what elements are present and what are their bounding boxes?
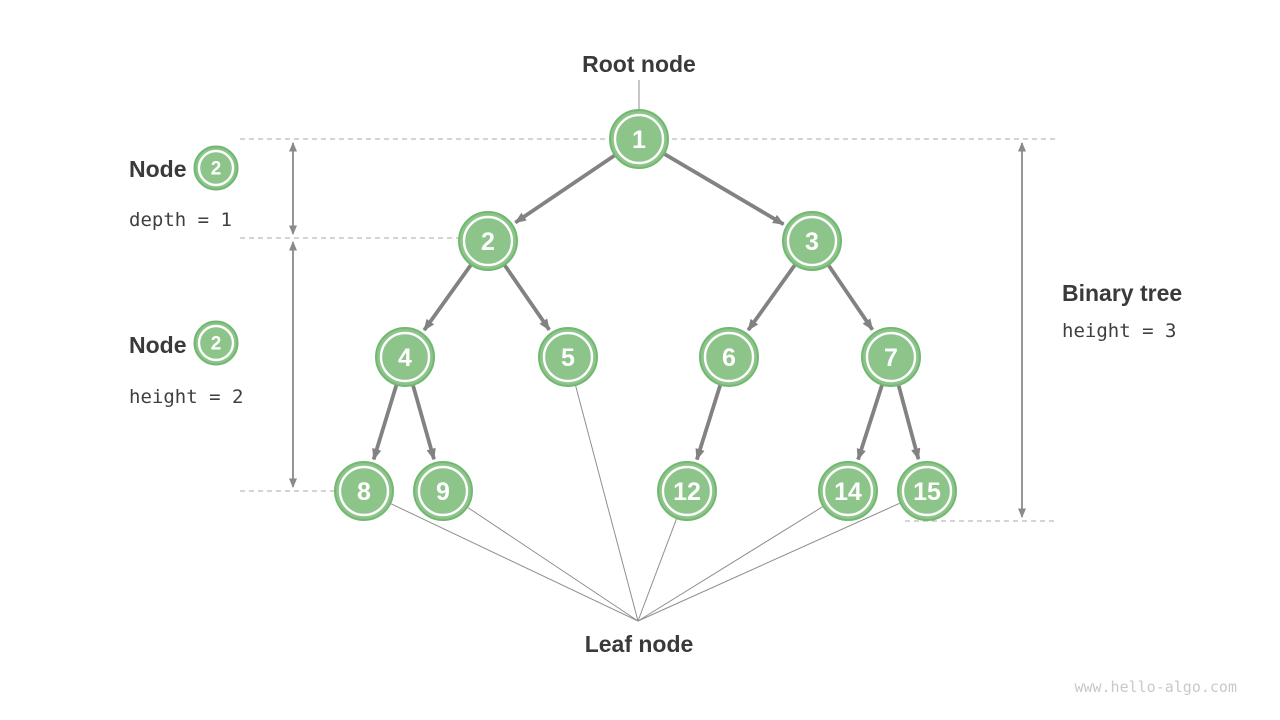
tree-edge-4-9: [411, 384, 436, 461]
node-inner-ring: [661, 465, 713, 517]
tree-node-2: 2: [458, 211, 518, 271]
node-inner-ring: [542, 331, 594, 383]
tree-node-7: 7: [861, 327, 921, 387]
leaf-node-label: Leaf node: [585, 631, 694, 657]
node-height-value: height = 2: [129, 386, 243, 408]
leaf-pointer-lines: [390, 385, 900, 622]
tree-edge-3-6: [746, 263, 797, 332]
leaf-pointer-9: [467, 507, 639, 622]
node-value: 14: [834, 478, 862, 506]
node-inner-ring: [613, 113, 665, 165]
diagram-labels: Root node Leaf node Node 2 depth = 1 Nod…: [129, 51, 1237, 696]
tree-node-8: 8: [334, 461, 394, 521]
node-inner-ring: [703, 331, 755, 383]
node-circle: [861, 327, 921, 387]
tree-edge-1-2: [514, 153, 617, 225]
tree-node-14: 14: [818, 461, 878, 521]
node-inner-ring: [379, 331, 431, 383]
node-depth-value: depth = 1: [129, 209, 232, 231]
node-inner-ring: [901, 465, 953, 517]
tree-edge-1-3: [663, 152, 785, 226]
node-inner-ring: [462, 215, 514, 267]
node-value: 12: [673, 478, 701, 506]
tree-edge-6-12: [695, 384, 723, 461]
node-value: 1: [632, 126, 646, 154]
node-circle: [897, 461, 957, 521]
binary-tree-height-value: height = 3: [1062, 320, 1176, 342]
node-circle: [609, 109, 669, 169]
node-value: 3: [805, 228, 819, 256]
leaf-pointer-14: [637, 506, 823, 622]
watermark: www.hello-algo.com: [1074, 678, 1237, 696]
tree-node-1: 1: [609, 109, 669, 169]
leaf-pointer-12: [637, 518, 677, 622]
badge-ring: [197, 324, 235, 362]
node-circle: [375, 327, 435, 387]
tree-edge-7-14: [856, 384, 884, 461]
tree-node-5: 5: [538, 327, 598, 387]
badge-value: 2: [211, 159, 222, 180]
tree-edge-2-5: [502, 263, 551, 331]
tree-node-12: 12: [657, 461, 717, 521]
node-value: 7: [884, 344, 898, 372]
badge-value: 2: [211, 334, 222, 355]
node-inner-ring: [822, 465, 874, 517]
badge-circle: [193, 145, 239, 191]
node-circle: [538, 327, 598, 387]
leaf-pointer-8: [390, 503, 639, 622]
node-circle: [699, 327, 759, 387]
tree-node-3: 3: [782, 211, 842, 271]
node-inner-ring: [338, 465, 390, 517]
leaf-pointer-15: [637, 502, 900, 622]
node-value: 6: [722, 344, 736, 372]
node-depth-badge: 2: [193, 145, 239, 191]
node-height-badge: 2: [193, 320, 239, 366]
tree-node-6: 6: [699, 327, 759, 387]
node-height-title: Node: [129, 332, 187, 358]
tree-edge-4-8: [371, 384, 399, 461]
node-inner-ring: [865, 331, 917, 383]
binary-tree-title: Binary tree: [1062, 280, 1182, 306]
node-depth-title: Node: [129, 156, 187, 182]
node-value: 9: [436, 478, 450, 506]
tree-node-15: 15: [897, 461, 957, 521]
tree-edge-7-15: [896, 384, 921, 461]
tree-node-9: 9: [413, 461, 473, 521]
node-inner-ring: [417, 465, 469, 517]
node-circle: [818, 461, 878, 521]
node-circle: [657, 461, 717, 521]
badge-ring: [197, 149, 235, 187]
badge-circle: [193, 320, 239, 366]
node-circle: [458, 211, 518, 271]
node-value: 5: [561, 344, 575, 372]
tree-edge-3-7: [826, 263, 874, 331]
node-value: 4: [398, 344, 412, 372]
tree-node-4: 4: [375, 327, 435, 387]
root-node-label: Root node: [582, 51, 696, 77]
node-circle: [782, 211, 842, 271]
node-value: 8: [357, 478, 371, 506]
node-inner-ring: [786, 215, 838, 267]
node-value: 2: [481, 228, 495, 256]
leaf-pointer-5: [575, 385, 639, 622]
node-value: 15: [913, 478, 941, 506]
tree-edge-2-4: [422, 263, 473, 332]
tree-edges: [371, 152, 921, 461]
node-circle: [334, 461, 394, 521]
node-circle: [413, 461, 473, 521]
